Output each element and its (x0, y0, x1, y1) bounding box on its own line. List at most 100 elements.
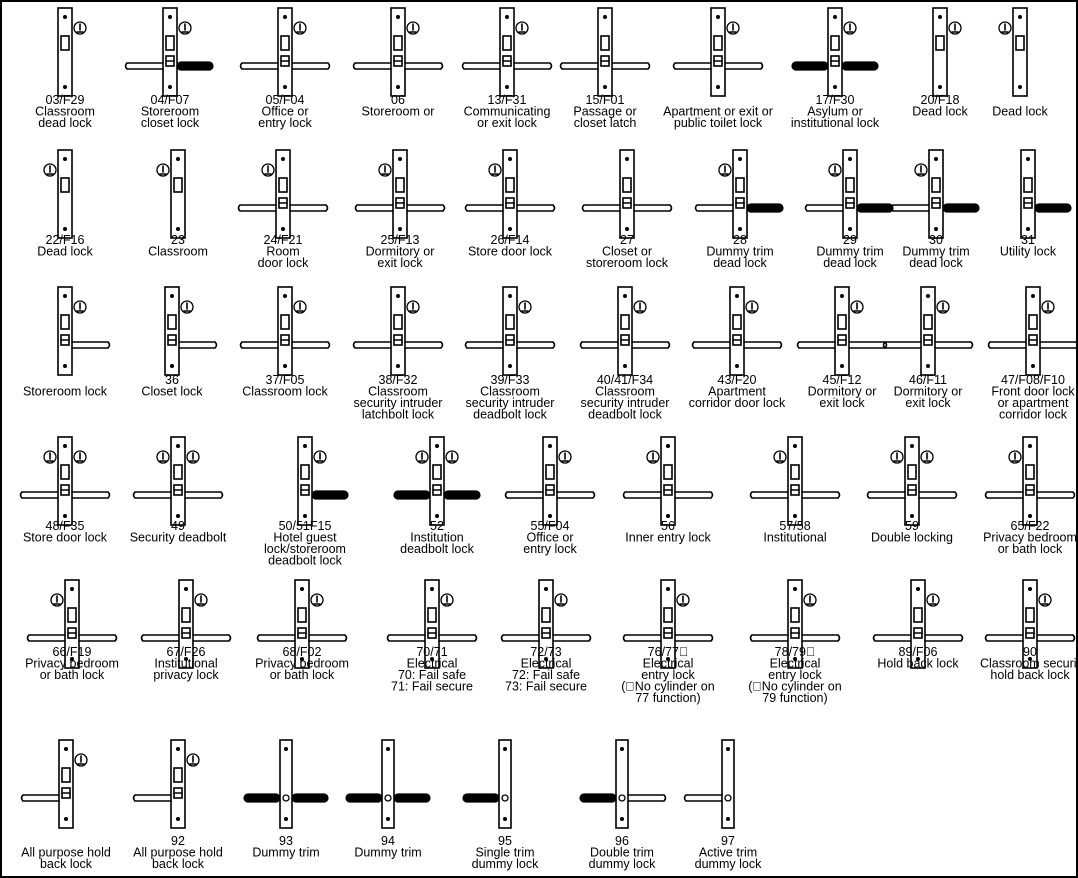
lever-handle-left (140, 634, 180, 642)
lock-case (499, 7, 515, 97)
lever-handle-left (579, 793, 617, 803)
lock-case (827, 7, 843, 97)
rose-icon (282, 794, 290, 802)
screw-dot (1028, 587, 1032, 591)
screw-dot (603, 85, 607, 89)
bolt-window (1023, 177, 1033, 193)
lock-case (57, 149, 73, 239)
bolt-window (505, 314, 515, 330)
bolt-window (393, 314, 403, 330)
screw-dot (396, 294, 400, 298)
lock-case (617, 286, 633, 376)
lock-case (920, 286, 936, 376)
lever-handle-right (513, 62, 553, 70)
screw-dot (300, 657, 304, 661)
screw-dot (396, 85, 400, 89)
lever-handle-right (404, 62, 444, 70)
screw-dot (926, 294, 930, 298)
lever-handle-left (256, 634, 296, 642)
bolt-window (913, 607, 923, 623)
bolt-window (790, 464, 800, 480)
screw-dot (833, 15, 837, 19)
screw-dot (603, 15, 607, 19)
screw-dot (623, 364, 627, 368)
screw-dot (64, 747, 68, 751)
trim-plate (381, 739, 395, 829)
lever-handle-right (633, 204, 673, 212)
lever-handle-right (184, 491, 224, 499)
lever-handle-right (438, 634, 478, 642)
screw-dot (793, 444, 797, 448)
bolt-window (60, 464, 70, 480)
lock-case (1022, 436, 1038, 526)
bolt-window (165, 35, 175, 51)
lever-handle-right (291, 62, 331, 70)
screw-dot (1028, 657, 1032, 661)
lock-case (932, 7, 948, 97)
screw-dot (623, 294, 627, 298)
lever-handle-right (724, 62, 764, 70)
screw-dot (176, 817, 180, 821)
lever-handle-left (581, 204, 621, 212)
lever-handle-left (239, 62, 279, 70)
lever-handle-left (132, 794, 172, 802)
bolt-window (923, 314, 933, 330)
screw-dot (508, 157, 512, 161)
lever-handle-right (1034, 203, 1072, 213)
lever-handle-left (461, 62, 501, 70)
lock-case (57, 436, 73, 526)
screw-dot (848, 157, 852, 161)
lever-handle-left (672, 62, 712, 70)
lever-handle-right (406, 204, 446, 212)
function-label: Storeroom lock (23, 385, 108, 399)
screw-dot (1018, 15, 1022, 19)
lever-handle-left (132, 491, 172, 499)
lever-handle-right (856, 203, 894, 213)
lever-handle-left (464, 204, 504, 212)
screw-dot (926, 364, 930, 368)
lever-handle-right (611, 62, 651, 70)
lever-handle-left (464, 341, 504, 349)
lever-handle-left (683, 794, 723, 802)
lock-case (660, 436, 676, 526)
screw-dot (184, 587, 188, 591)
bolt-window (1025, 464, 1035, 480)
lever-handle-right (674, 491, 714, 499)
lever-handle-left (352, 341, 392, 349)
lever-handle-left (345, 793, 383, 803)
lock-case (597, 7, 613, 97)
bolt-window (280, 314, 290, 330)
lock-case (164, 286, 180, 376)
lever-handle-left (354, 204, 394, 212)
bolt-window (1028, 314, 1038, 330)
screw-dot (666, 587, 670, 591)
lever-handle-left (984, 634, 1024, 642)
screw-dot (625, 157, 629, 161)
